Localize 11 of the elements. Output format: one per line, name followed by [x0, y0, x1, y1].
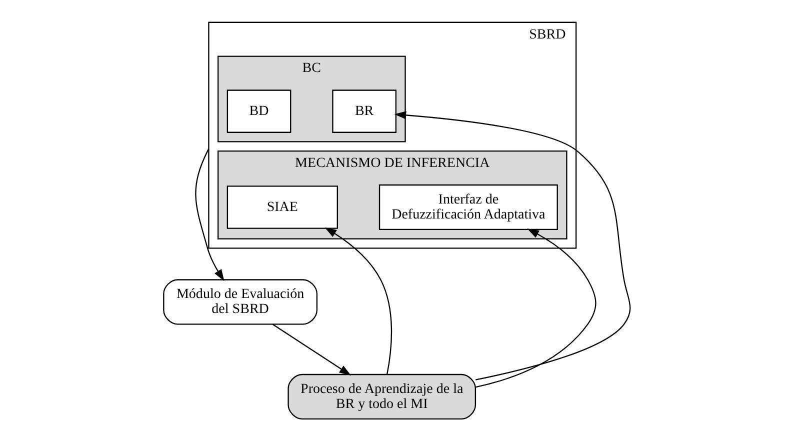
node-box: Módulo de Evaluación del SBRD [162, 279, 318, 325]
node-box: BD [226, 90, 291, 133]
node-box: Interfaz de Defuzzificación Adaptativa [378, 184, 558, 230]
node-box: SIAE [226, 186, 338, 229]
arrow [324, 227, 392, 374]
arrow [475, 228, 596, 388]
arrow [272, 324, 351, 376]
arrow [394, 111, 630, 380]
arrow [194, 148, 224, 282]
node-box: Proceso de Aprendizaje de la BR y todo el MI [287, 374, 476, 420]
node-box: BR [332, 90, 396, 133]
